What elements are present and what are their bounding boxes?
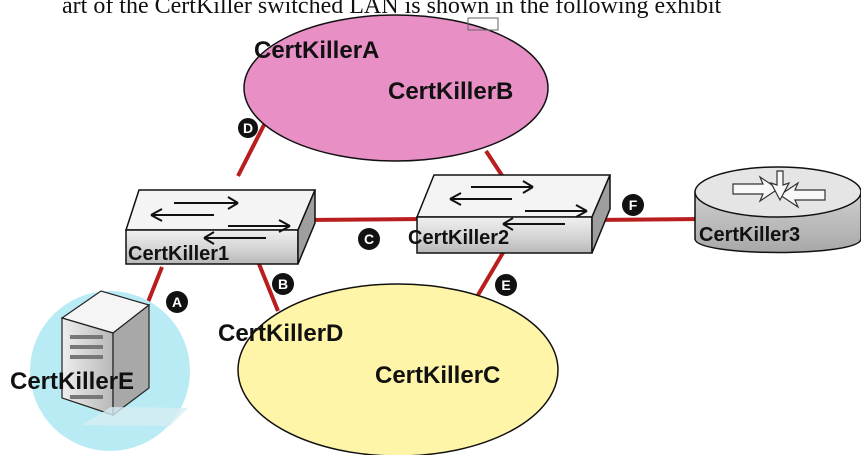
switch-certkiller1-label: CertKiller1: [128, 243, 229, 265]
bottom-lan-label-certkillerc: CertKillerC: [375, 362, 500, 389]
link-a-line: [144, 266, 164, 308]
router-certkiller3-label: CertKiller3: [699, 224, 800, 246]
server-drive-bays: [70, 335, 103, 399]
link-marker-f-circle: [622, 194, 644, 216]
switch-certkiller2-side: [591, 174, 611, 254]
link-marker-b[interactable]: B: [272, 273, 294, 295]
bottom-lan-label-certkillerd: CertKillerD: [218, 320, 343, 347]
link-top-right-line: [484, 149, 505, 179]
switch-certkiller2[interactable]: CertKiller2: [408, 174, 612, 254]
server-certkillere[interactable]: CertKillerE: [10, 290, 188, 426]
network-links: [144, 116, 704, 312]
link-marker-e-circle: [495, 274, 517, 296]
server-certkillere-front: [61, 317, 114, 416]
link-f-line: [589, 217, 704, 222]
link-marker-b-circle: [272, 273, 294, 295]
top-lan-device-outline: [467, 17, 499, 31]
link-marker-d-circle: [238, 118, 258, 138]
link-marker-d[interactable]: D: [238, 118, 258, 138]
server-certkillere-side: [112, 303, 150, 417]
link-marker-a-label: A: [172, 294, 182, 310]
link-marker-d-label: D: [243, 120, 253, 136]
link-e-line: [473, 249, 506, 302]
link-marker-a-circle: [166, 291, 188, 313]
server-base-shadow: [82, 407, 188, 426]
switch-certkiller2-label: CertKiller2: [408, 227, 509, 249]
router-arrows-icon: [732, 170, 826, 209]
link-marker-a[interactable]: A: [166, 291, 188, 313]
switch-certkiller1[interactable]: CertKiller1: [124, 189, 317, 265]
switch-certkiller1-side: [297, 189, 316, 265]
exhibit-caption: art of the CertKiller switched LAN is sh…: [62, 0, 722, 19]
top-lan-label-certkillera: CertKillerA: [254, 37, 379, 64]
link-marker-c[interactable]: C: [358, 228, 380, 250]
bottom-lan-ellipse: [237, 283, 559, 455]
switch-certkiller1-arrows-icon: [150, 196, 291, 245]
link-marker-f[interactable]: F: [622, 194, 644, 216]
top-lan-label-certkillerb: CertKillerB: [388, 78, 513, 105]
link-marker-f-label: F: [629, 197, 638, 213]
top-lan-ellipse: [243, 14, 549, 162]
link-d-line: [236, 116, 270, 177]
link-marker-e[interactable]: E: [495, 274, 517, 296]
link-marker-b-label: B: [278, 276, 288, 292]
server-certkillere-label: CertKillerE: [10, 368, 134, 395]
switch-certkiller2-arrows-icon: [449, 180, 588, 231]
router-certkiller3[interactable]: CertKiller3: [694, 166, 861, 254]
link-c-line: [304, 217, 426, 222]
link-marker-c-circle: [358, 228, 380, 250]
link-b-line: [255, 258, 280, 312]
link-marker-e-label: E: [501, 277, 510, 293]
link-marker-c-label: C: [364, 231, 374, 247]
